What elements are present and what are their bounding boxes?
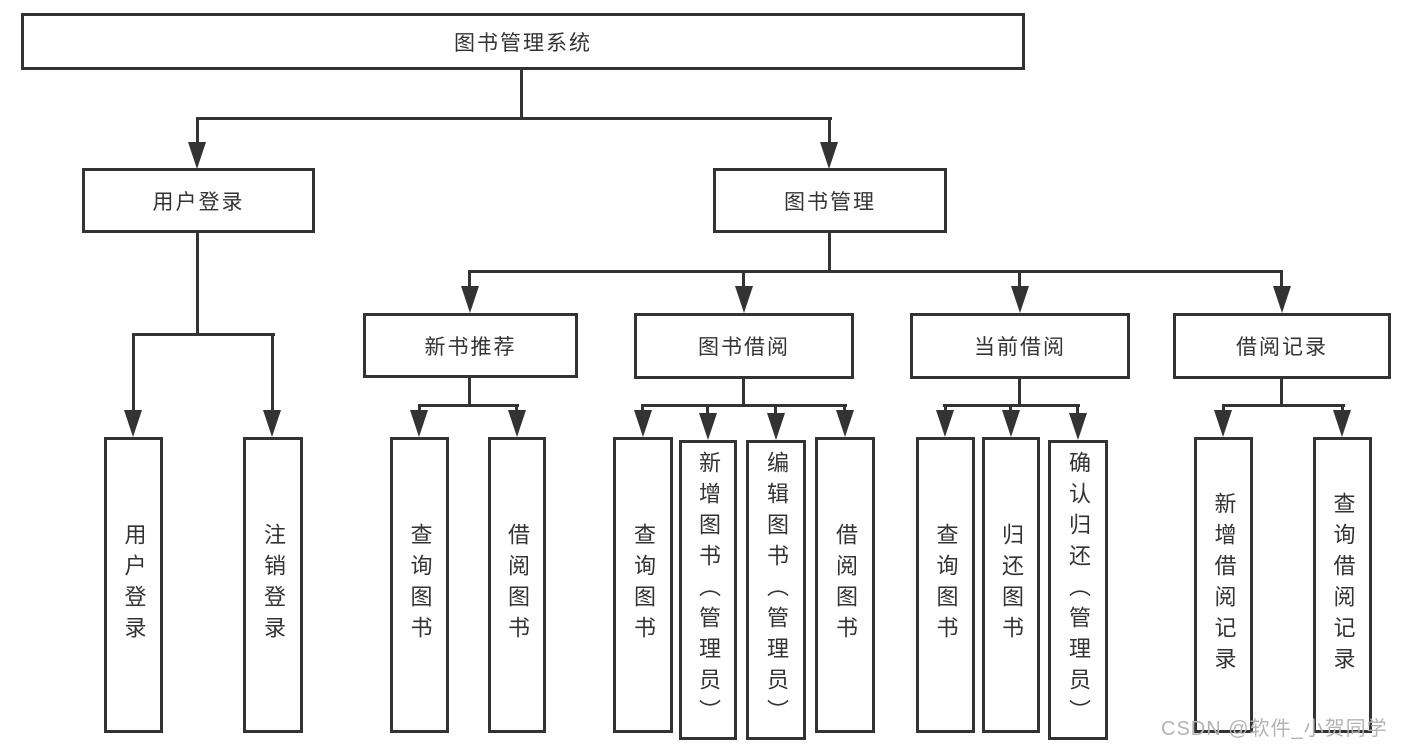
node-root-label: 图书管理系统 (454, 31, 592, 55)
arrowhead-icon (634, 410, 652, 437)
leaf-bb-add-books-admin: 新增图书（管理员） (679, 440, 737, 740)
node-book-borrow: 图书借阅 (634, 313, 854, 379)
arrowhead-icon (1002, 410, 1020, 437)
node-new-book-recommend-label: 新书推荐 (424, 335, 517, 359)
arrowhead-icon (410, 410, 428, 437)
arrowhead-icon (1069, 413, 1087, 440)
node-new-book-recommend: 新书推荐 (363, 313, 578, 378)
node-book-management-label: 图书管理 (784, 190, 876, 214)
leaf-nbr-query-books: 查询图书 (390, 437, 449, 733)
node-current-borrow: 当前借阅 (910, 313, 1130, 379)
node-user-login: 用户登录 (82, 168, 315, 233)
arrowhead-icon (836, 410, 854, 437)
leaf-cb-return-books: 归还图书 (982, 437, 1040, 733)
arrowhead-icon (820, 142, 838, 169)
arrowhead-icon (461, 286, 479, 313)
csdn-watermark: CSDN @软件_小贺同学 (1161, 718, 1388, 740)
leaf-logout: 注销登录 (243, 437, 303, 733)
node-root: 图书管理系统 (21, 13, 1025, 70)
leaf-bb-edit-books-admin: 编辑图书（管理员） (746, 440, 806, 740)
arrowhead-icon (767, 413, 785, 440)
arrowhead-icon (124, 410, 142, 437)
arrowhead-icon (936, 410, 954, 437)
leaf-bb-borrow-books: 借阅图书 (815, 437, 875, 733)
node-book-management: 图书管理 (713, 168, 947, 233)
arrowhead-icon (1214, 410, 1232, 437)
leaf-cb-query-books: 查询图书 (916, 437, 975, 733)
arrowhead-icon (188, 142, 206, 169)
leaf-br-query-record: 查询借阅记录 (1313, 437, 1372, 733)
arrowhead-icon (735, 286, 753, 313)
leaf-br-add-record: 新增借阅记录 (1194, 437, 1253, 733)
arrowhead-icon (263, 410, 281, 437)
arrowhead-icon (508, 410, 526, 437)
leaf-cb-confirm-return-admin: 确认归还（管理员） (1048, 440, 1108, 740)
leaf-nbr-borrow-books: 借阅图书 (488, 437, 546, 733)
node-user-login-label: 用户登录 (152, 190, 245, 214)
arrowhead-icon (1273, 286, 1291, 313)
node-current-borrow-label: 当前借阅 (974, 336, 1066, 359)
arrowhead-icon (1011, 286, 1029, 313)
leaf-bb-query-books: 查询图书 (613, 437, 673, 733)
leaf-user-login: 用户登录 (104, 437, 163, 733)
node-borrow-record: 借阅记录 (1173, 313, 1391, 379)
arrowhead-icon (1333, 410, 1351, 437)
node-borrow-record-label: 借阅记录 (1236, 336, 1328, 359)
node-book-borrow-label: 图书借阅 (698, 336, 790, 359)
arrowhead-icon (699, 413, 717, 440)
